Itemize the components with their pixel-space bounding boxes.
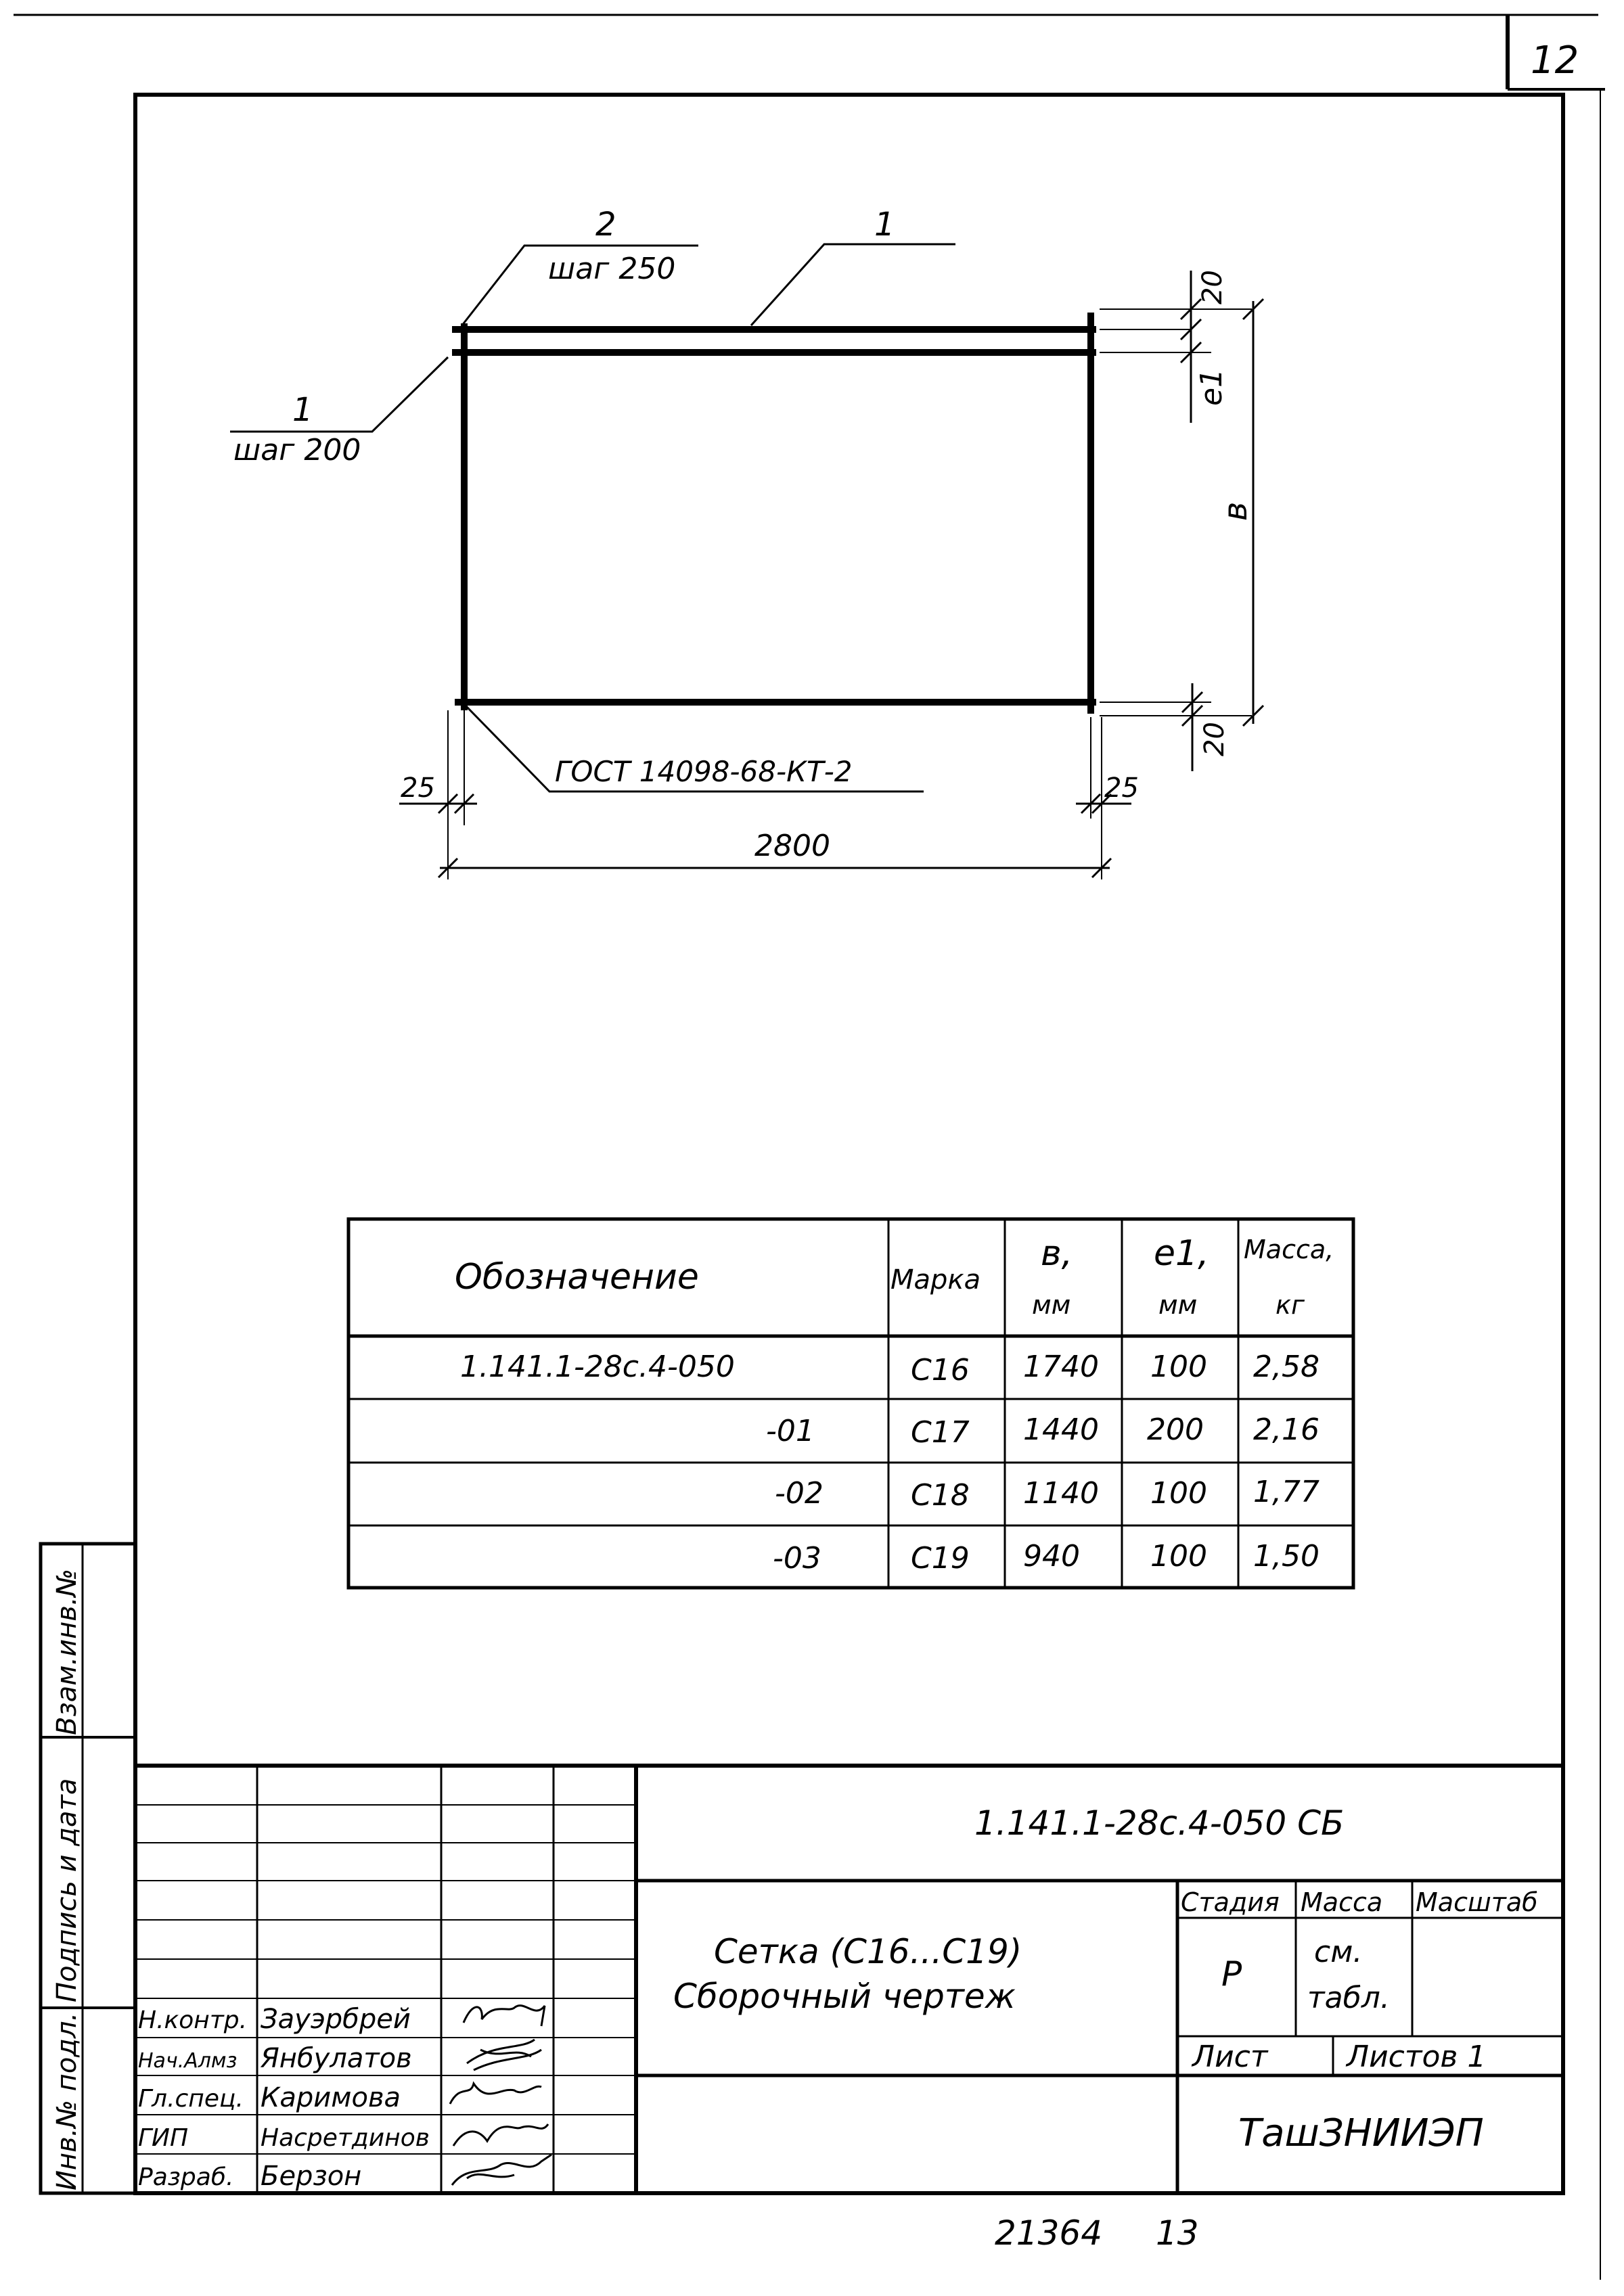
table-row: -02 С18 1140 100 1,77 bbox=[775, 1475, 1320, 1513]
stage-header: Стадия bbox=[1181, 1887, 1280, 1917]
dim-25-right: 25 bbox=[1104, 773, 1139, 804]
dim-25-left: 25 bbox=[401, 773, 435, 804]
cell-mark: С16 bbox=[911, 1353, 970, 1387]
role-label: Разраб. bbox=[138, 2163, 233, 2191]
header-mass: Масса, bbox=[1244, 1235, 1334, 1264]
header-designation: Обозначение bbox=[455, 1257, 699, 1298]
mass-value-2: табл. bbox=[1307, 1981, 1390, 2015]
dim-20-bottom: 20 bbox=[1199, 722, 1230, 756]
header-e1: е1, bbox=[1154, 1233, 1209, 1274]
stamp-inv-orig: Инв.№ подл. bbox=[51, 2013, 83, 2190]
title-line-1: Сетка (С16...С19) bbox=[714, 1932, 1022, 1971]
table-row: 1.141.1-28с.4-050 С16 1740 100 2,58 bbox=[460, 1350, 1320, 1387]
person-name: Зауэрбрей bbox=[261, 2004, 411, 2035]
signature-list: Н.контр. Зауэрбрей Нач.Алмз Янбулатов Гл… bbox=[138, 2004, 430, 2192]
role-label: ГИП bbox=[138, 2124, 188, 2152]
table-row: -01 С17 1440 200 2,16 bbox=[766, 1413, 1320, 1450]
cell-e1: 200 bbox=[1147, 1413, 1204, 1447]
stamp-inv-subst: Взам.инв.№ bbox=[51, 1569, 83, 1735]
cell-designation: -02 bbox=[775, 1476, 824, 1511]
stage-value: Р bbox=[1221, 1954, 1242, 1994]
cell-mass: 1,50 bbox=[1253, 1539, 1320, 1574]
mass-header: Масса bbox=[1301, 1887, 1382, 1917]
callout-bar-2-label: 2 bbox=[595, 206, 616, 244]
handwritten-signatures bbox=[449, 2004, 552, 2186]
cell-b: 940 bbox=[1023, 1539, 1080, 1574]
side-stamp bbox=[39, 1542, 137, 2195]
dim-2800: 2800 bbox=[754, 829, 830, 863]
callout-bar-1-top: 1 bbox=[874, 206, 895, 244]
stamp-sign-date: Подпись и дата bbox=[51, 1778, 83, 2002]
footer-copies: 13 bbox=[1156, 2213, 1199, 2253]
person-name: Янбулатов bbox=[260, 2043, 412, 2074]
header-mass-unit: кг bbox=[1276, 1290, 1305, 1320]
person-name: Насретдинов bbox=[261, 2124, 430, 2152]
cell-mass: 2,16 bbox=[1253, 1413, 1320, 1447]
cell-mark: С19 bbox=[911, 1541, 970, 1576]
organization: ТашЗНИИЭП bbox=[1238, 2111, 1484, 2155]
mass-value-1: см. bbox=[1314, 1935, 1362, 1969]
cell-b: 1740 bbox=[1023, 1350, 1099, 1384]
variants-table bbox=[346, 1217, 1355, 1590]
header-b-unit: мм bbox=[1032, 1290, 1070, 1320]
cell-mass: 1,77 bbox=[1253, 1475, 1320, 1509]
cell-mass: 2,58 bbox=[1253, 1350, 1320, 1384]
sheets-label: Листов 1 bbox=[1345, 2040, 1486, 2074]
cell-b: 1140 bbox=[1023, 1476, 1099, 1511]
dim-20-top: 20 bbox=[1197, 270, 1228, 304]
header-e1-unit: мм bbox=[1158, 1290, 1197, 1320]
dim-e1: е1 bbox=[1194, 369, 1229, 406]
page-number: 12 bbox=[1531, 39, 1579, 83]
cell-designation: 1.141.1-28с.4-050 bbox=[460, 1350, 735, 1384]
cell-e1: 100 bbox=[1150, 1476, 1207, 1511]
gost-note: ГОСТ 14098-68-КТ-2 bbox=[555, 755, 853, 788]
callout-bar-2-step: шаг 250 bbox=[548, 252, 675, 286]
doc-code: 1.141.1-28с.4-050 СБ bbox=[974, 1804, 1344, 1843]
dim-b: в bbox=[1217, 502, 1255, 521]
title-line-2: Сборочный чертеж bbox=[673, 1977, 1016, 2016]
scale-header: Масштаб bbox=[1416, 1887, 1538, 1917]
sheet-label: Лист bbox=[1191, 2040, 1269, 2074]
role-label: Н.контр. bbox=[138, 2006, 247, 2034]
sheet-frame bbox=[14, 14, 1605, 2280]
cell-designation: -03 bbox=[773, 1541, 821, 1576]
cell-designation: -01 bbox=[766, 1414, 815, 1448]
callout-bar-1-step: шаг 200 bbox=[233, 433, 361, 467]
title-block bbox=[135, 1764, 1563, 2193]
callout-bar-1-left: 1 bbox=[292, 391, 313, 429]
cell-e1: 100 bbox=[1150, 1539, 1207, 1574]
person-name: Берзон bbox=[261, 2161, 361, 2192]
role-label: Гл.спец. bbox=[138, 2085, 244, 2113]
role-label: Нач.Алмз bbox=[138, 2049, 237, 2073]
cell-mark: С17 bbox=[911, 1415, 970, 1450]
table-row: -03 С19 940 100 1,50 bbox=[773, 1539, 1320, 1576]
footer-code: 21364 bbox=[995, 2213, 1102, 2253]
cell-mark: С18 bbox=[911, 1478, 970, 1513]
header-mark: Марка bbox=[890, 1264, 980, 1295]
cell-e1: 100 bbox=[1150, 1350, 1207, 1384]
person-name: Каримова bbox=[261, 2082, 401, 2113]
header-b: в, bbox=[1041, 1233, 1073, 1274]
mesh-drawing bbox=[230, 243, 1265, 879]
cell-b: 1440 bbox=[1023, 1413, 1099, 1447]
